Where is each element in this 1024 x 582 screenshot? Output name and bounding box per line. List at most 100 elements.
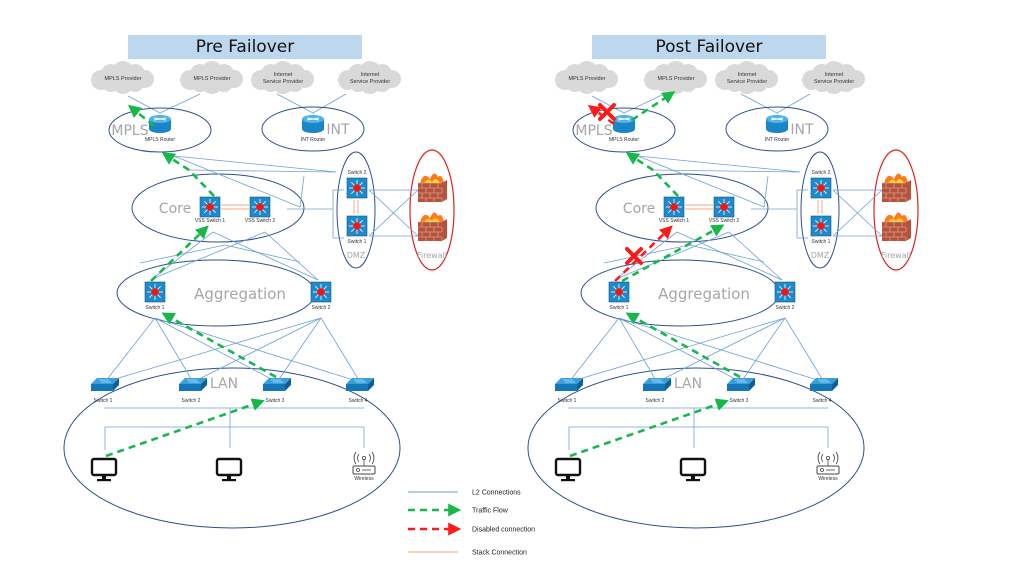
dmz-zone — [336, 151, 376, 269]
computer-2-icon — [215, 457, 243, 482]
cloud-provider: MPLS Provider — [644, 61, 707, 94]
connection-line — [151, 231, 266, 280]
vss-switch-2-label: VSS Switch 2 — [709, 218, 740, 224]
legend-item-disabled: Disabled connection — [408, 522, 535, 536]
int-router-icon — [766, 115, 788, 133]
cloud-label: MPLS Provider — [105, 76, 142, 82]
switch-core-dot — [206, 203, 214, 211]
core-zone-label: Core — [623, 201, 655, 217]
switch-top — [346, 378, 374, 384]
cloud-puff — [262, 74, 280, 92]
cloud-label: Internet — [274, 72, 293, 78]
legend-label: Traffic Flow — [472, 508, 509, 515]
cloud-label: MPLS Provider — [569, 76, 606, 82]
switch-top — [91, 378, 119, 384]
switch-core-dot — [353, 184, 361, 192]
connection-line — [637, 155, 765, 208]
dmz-switch-2-icon — [810, 177, 832, 199]
lan-zone — [63, 367, 401, 529]
cloud-puff — [813, 74, 831, 92]
connection-line — [264, 231, 319, 281]
ap-led — [820, 468, 824, 472]
connection-line — [603, 244, 690, 264]
connection-line — [591, 95, 625, 114]
post-failover-title: Post Failover — [592, 35, 826, 59]
switch-side — [665, 378, 671, 391]
traffic-flow-agg-to-vss2 — [621, 224, 725, 283]
cloud-puff — [726, 74, 744, 92]
computer-1-icon — [554, 457, 582, 482]
firewall-1-icon — [882, 173, 911, 203]
cloud-label: MPLS Provider — [194, 76, 231, 82]
int-router-label: INT Router — [301, 137, 326, 143]
agg-switch-1-icon — [608, 281, 630, 303]
switch-side — [368, 378, 374, 391]
connection-line — [127, 95, 161, 114]
connection-line — [568, 317, 786, 383]
switch-core-dot — [817, 184, 825, 192]
connection-line — [276, 93, 314, 114]
cloud-puff — [102, 74, 120, 92]
monitor-screen — [90, 457, 118, 477]
lan-switch-4-icon — [810, 378, 838, 391]
fire-core — [424, 179, 440, 183]
ap-antenna-tip — [361, 455, 366, 460]
agg-switch-2-icon — [310, 281, 332, 303]
int-router-label: INT Router — [765, 137, 790, 143]
firewall-2-icon — [418, 212, 447, 242]
agg-switch-1-label: Switch 1 — [146, 305, 165, 311]
switch-arrows — [99, 379, 111, 383]
failure-x-agg-core — [625, 247, 643, 265]
switch-core-dot — [151, 288, 159, 296]
cloud-puff — [655, 74, 673, 92]
fire-flame — [420, 173, 444, 183]
connection-line — [568, 317, 620, 383]
router-arrows — [770, 117, 784, 121]
router-body — [149, 119, 171, 129]
router-bottom — [613, 125, 635, 133]
switch-side — [749, 378, 755, 391]
lan-switch-2-icon — [643, 378, 671, 391]
connection-line — [139, 244, 226, 264]
switch-side — [832, 378, 838, 391]
x-stroke — [598, 103, 616, 121]
router-bottom — [149, 125, 171, 133]
lan-switch-label: Switch 4 — [813, 398, 832, 404]
switch-side — [285, 378, 291, 391]
dmz-switch-1-label: Switch 1 — [348, 239, 367, 245]
switch-front — [179, 384, 201, 391]
traffic-flow-agg-to-core — [150, 225, 209, 282]
connection-line — [776, 93, 811, 114]
connection-line — [615, 231, 730, 280]
switch-core-dot — [817, 222, 825, 230]
switch-front — [643, 384, 665, 391]
vss-switch-2-icon — [249, 196, 271, 218]
fire-core — [888, 218, 904, 222]
traffic-flow-lan-to-agg — [161, 312, 277, 379]
switch-arrows — [735, 379, 747, 383]
connection-line — [637, 155, 801, 173]
connection-line — [740, 93, 778, 114]
traffic-flow-pc-to-lanswitch — [105, 398, 265, 458]
switch-front — [263, 384, 285, 391]
switch-top — [727, 378, 755, 384]
int-zone-label: INT — [326, 122, 350, 138]
cloud-provider: MPLS Provider — [180, 61, 243, 94]
disabled-flow-agg-to-vss1 — [614, 225, 673, 282]
switch-top — [555, 378, 583, 384]
connection-line — [104, 317, 156, 383]
legend-label: Stack Connection — [472, 550, 527, 557]
lan-switch-2-icon — [179, 378, 207, 391]
router-arrows — [617, 117, 631, 121]
connection-line — [299, 175, 305, 208]
router-body — [613, 119, 635, 129]
int-zone — [725, 106, 829, 152]
fire-core — [888, 179, 904, 183]
mpls-zone-label: MPLS — [575, 123, 612, 139]
connection-line — [740, 317, 786, 383]
router-bottom — [766, 125, 788, 133]
firewall-1-icon — [418, 173, 447, 203]
